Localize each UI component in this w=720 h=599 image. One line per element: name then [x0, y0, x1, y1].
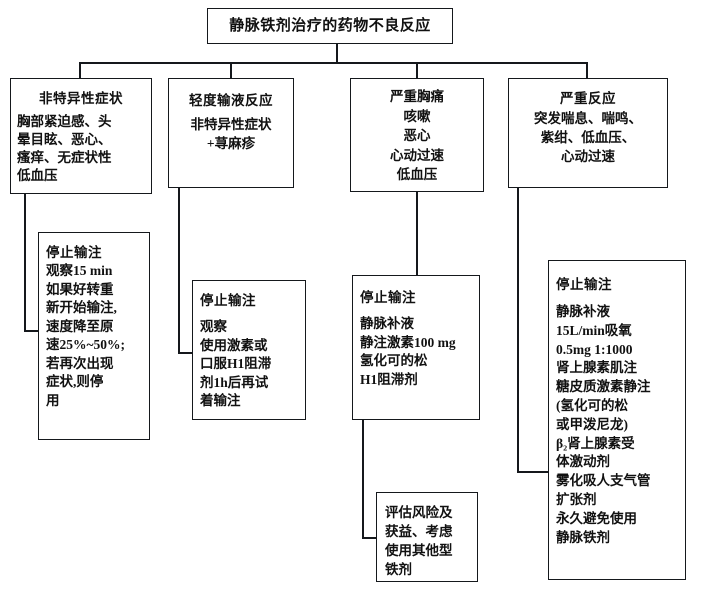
connector-sym3-down [416, 192, 418, 276]
node-line: 评估风险及 [385, 505, 453, 520]
node-title: 静脉铁剂治疗的药物不良反应 [207, 8, 453, 44]
node-line: 速度降至原 [46, 318, 114, 334]
node-line: 症状,则停 [46, 374, 104, 389]
node-line: 氢化可的松 [360, 353, 428, 368]
node-line: 使用激素或 [200, 337, 268, 353]
node-header: 轻度输液反应 [189, 93, 273, 108]
node-treatment-iv-fluids-steroid: 停止输注 静脉补液 静注激素100 mg 氢化可的松 H1阻滞剂 [352, 275, 480, 420]
node-line: 如果好转重 [46, 281, 114, 297]
node-line: 静脉铁剂 [556, 529, 610, 545]
node-line: 剂1h后再试 [200, 374, 269, 390]
node-line: 使用其他型 [385, 543, 453, 558]
connector-trt3-down [362, 420, 364, 538]
node-symptom-nonspecific: 非特异性症状 胸部紧迫感、头 晕目眩、恶心、 瘙痒、无症状性 低血压 [10, 78, 152, 194]
node-header: 严重反应 [560, 91, 616, 106]
node-line: H1阻滞剂 [360, 371, 418, 387]
node-line: 突发喘息、喘鸣、 [534, 111, 642, 126]
node-line: (氢化可的松 [556, 397, 628, 413]
node-line: 紫绀、低血压、 [540, 130, 636, 145]
node-line: 观察15 min [46, 263, 113, 278]
node-line: 新开始输注, [46, 300, 117, 315]
node-line: 铁剂 [385, 562, 412, 577]
node-title-text: 静脉铁剂治疗的药物不良反应 [229, 18, 431, 34]
node-body: 静脉补液 15L/min吸氧 0.5mg 1:1000 肾上腺素肌注 糖皮质激素… [556, 303, 678, 547]
node-line: 非特异性症状 [190, 117, 272, 132]
node-line: 永久避免使用 [556, 510, 637, 526]
node-treatment-observe-restart: 停止输注 观察15 min 如果好转重 新开始输注, 速度降至原 速25%~50… [38, 232, 150, 440]
node-line: 15L/min吸氧 [556, 322, 632, 338]
connector-trt3-elbow [362, 537, 378, 539]
node-body: 观察15 min 如果好转重 新开始输注, 速度降至原 速25%~50%; 若再… [46, 262, 142, 410]
node-line: 肾上腺素肌注 [556, 360, 637, 376]
connector-drop-symptom-3 [416, 62, 418, 79]
node-body: 突发喘息、喘鸣、 紫绀、低血压、 心动过速 [515, 109, 661, 166]
node-body: 严重胸痛 咳嗽 恶心 心动过速 低血压 [357, 87, 477, 185]
node-body: 静脉补液 静注激素100 mg 氢化可的松 H1阻滞剂 [360, 315, 472, 389]
node-header: 停止输注 [200, 293, 256, 308]
node-header: 停止输注 [46, 245, 102, 260]
connector-sym4-down [517, 188, 519, 472]
node-line: 获益、考虑 [385, 524, 453, 539]
node-treatment-steroid-h1-retry: 停止输注 观察 使用激素或 口服H1阻滞 剂1h后再试 着输注 [192, 280, 306, 420]
node-symptom-severe-reaction: 严重反应 突发喘息、喘鸣、 紫绀、低血压、 心动过速 [508, 78, 668, 188]
node-header: 停止输注 [360, 290, 416, 305]
node-line: 心动过速 [390, 147, 444, 163]
node-treatment-risk-benefit-alternative-iron: 评估风险及 获益、考虑 使用其他型 铁剂 [376, 492, 478, 582]
node-line: 速25%~50%; [46, 337, 126, 352]
node-treatment-anaphylaxis-protocol: 停止输注 静脉补液 15L/min吸氧 0.5mg 1:1000 肾上腺素肌注 … [548, 260, 686, 580]
connector-sym1-down [24, 194, 26, 331]
connector-sym2-elbow [178, 352, 194, 354]
node-line: 严重胸痛 [390, 89, 444, 104]
node-line: +荨麻疹 [206, 136, 256, 151]
node-line: 口服H1阻滞 [200, 356, 272, 371]
node-line: β₂肾上腺素受 [556, 435, 635, 451]
node-line: 糖皮质激素静注 [556, 379, 651, 395]
node-line: 瘙痒、无症状性 [17, 150, 112, 165]
node-line: 静注激素100 mg [360, 334, 456, 350]
connector-sym2-down [178, 188, 180, 353]
node-line: 静脉补液 [360, 316, 414, 331]
connector-drop-symptom-4 [586, 62, 588, 79]
node-line: 0.5mg 1:1000 [556, 341, 633, 357]
node-line: 静脉补液 [556, 304, 610, 319]
connector-title-trunk [336, 44, 338, 63]
node-line: 晕目眩、恶心、 [17, 132, 112, 147]
node-symptom-severe-chest-pain: 严重胸痛 咳嗽 恶心 心动过速 低血压 [350, 78, 484, 192]
node-line: 或甲泼尼龙) [556, 416, 628, 432]
node-line: 若再次出现 [46, 355, 114, 371]
node-body: 胸部紧迫感、头 晕目眩、恶心、 瘙痒、无症状性 低血压 [17, 113, 145, 185]
node-line: 低血压 [17, 168, 58, 183]
node-line: 扩张剂 [556, 491, 597, 507]
node-line: 低血压 [396, 167, 438, 182]
node-body: 评估风险及 获益、考虑 使用其他型 铁剂 [385, 503, 469, 579]
node-header: 非特异性症状 [39, 91, 123, 106]
node-line: 观察 [200, 319, 227, 334]
node-line: 雾化吸人支气管 [556, 473, 651, 489]
node-line: 体激动剂 [556, 454, 610, 470]
node-line: 咳嗽 [403, 108, 431, 124]
node-body: 非特异性症状 +荨麻疹 [175, 115, 287, 153]
node-body: 观察 使用激素或 口服H1阻滞 剂1h后再试 着输注 [200, 318, 298, 411]
node-header: 停止输注 [556, 277, 612, 292]
connector-drop-symptom-1 [79, 62, 81, 79]
node-line: 着输注 [200, 393, 241, 408]
node-symptom-mild-infusion-reaction: 轻度输液反应 非特异性症状 +荨麻疹 [168, 78, 294, 188]
connector-distributor-bar [79, 62, 587, 64]
node-line: 用 [46, 392, 60, 408]
connector-sym1-elbow [24, 330, 40, 332]
connector-drop-symptom-2 [230, 62, 232, 79]
connector-sym4-elbow [517, 471, 550, 473]
node-line: 恶心 [403, 128, 431, 143]
node-line: 心动过速 [561, 149, 615, 164]
node-line: 胸部紧迫感、头 [17, 114, 112, 129]
